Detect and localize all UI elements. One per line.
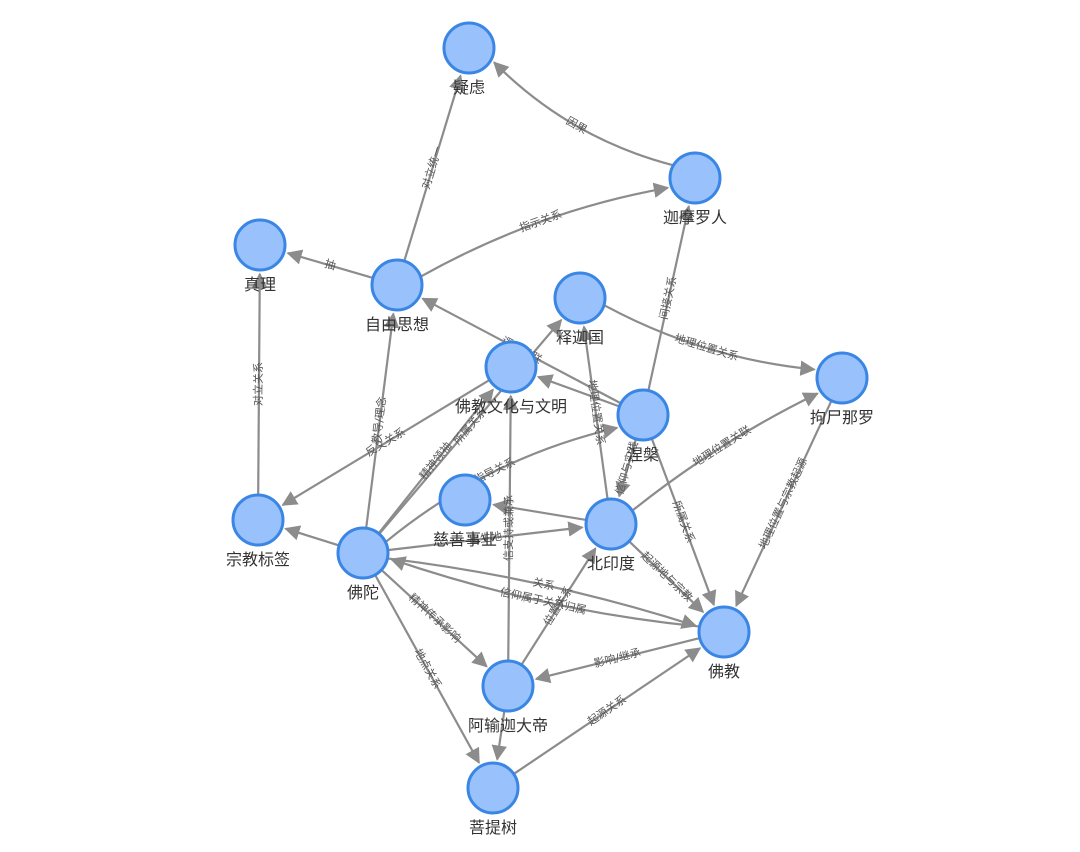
- node-juchinaluo[interactable]: 拘尸那罗: [810, 351, 874, 427]
- node-label: 菩提树: [469, 818, 517, 837]
- edge-beiyindu-cishanshiye: [492, 499, 586, 521]
- edge-ayujiadadi-beiyindu: [521, 547, 597, 665]
- node-label: 真理: [244, 275, 276, 294]
- node-circle[interactable]: [233, 218, 287, 272]
- edge-label: 地点关系: [411, 646, 445, 691]
- edge-ziyousixiang-jiamoluoren: [420, 182, 670, 278]
- edge-label: 教导/理念: [369, 396, 389, 445]
- edge-label: 所属关系: [670, 499, 699, 545]
- edge-fojiaowenhua-zongjiaobiaoqian: [281, 379, 490, 506]
- node-zongjiaobiaoqian[interactable]: 宗教标签: [226, 493, 290, 569]
- node-label: 拘尸那罗: [810, 408, 874, 427]
- edge-label: 关系: [532, 575, 556, 593]
- edge-label: 信支持或兼承: [501, 495, 516, 561]
- edge-label: 间接关系: [656, 275, 679, 321]
- edge-label: 出生地: [468, 529, 502, 547]
- edge-fotuo-fojiaowenhua: [378, 388, 494, 534]
- edge-fotuo-shijiaguo: [379, 318, 563, 534]
- edge-fojiao-fotuo: [389, 556, 699, 628]
- edge-label: 抽: [323, 256, 337, 273]
- node-circle[interactable]: [231, 493, 285, 547]
- node-circle[interactable]: [442, 21, 496, 75]
- node-circle[interactable]: [668, 151, 722, 205]
- edge-fotuo-zongjiaobiaoqian: [284, 525, 339, 547]
- node-fojiaowenhua[interactable]: 佛教文化与文明: [455, 340, 567, 416]
- node-label: 佛教: [708, 662, 740, 681]
- node-shijiaguo[interactable]: 释迦国: [553, 271, 607, 347]
- edge-label: 影响/继承: [593, 646, 642, 670]
- edge-label: 因果: [564, 114, 590, 136]
- node-circle[interactable]: [553, 271, 607, 325]
- node-label: 佛教文化与文明: [455, 397, 567, 416]
- edge-putishu-fojiao: [513, 647, 702, 775]
- node-circle[interactable]: [336, 526, 390, 580]
- edge-ayujiadadi-putishu: [491, 711, 507, 761]
- edge-label: 起源地与宗教: [638, 548, 695, 604]
- node-cishanshiye[interactable]: 慈善事业: [433, 473, 497, 549]
- node-zhenli[interactable]: 真理: [233, 218, 287, 294]
- edge-beiyindu-fojiao: [629, 541, 705, 614]
- edge-niepan-fojiaowenhua: [536, 374, 619, 408]
- edge-layer: [251, 61, 833, 775]
- edge-niepan-beiyindu: [615, 439, 637, 498]
- edge-fotuo-putishu: [374, 575, 480, 764]
- node-label: 自由思想: [365, 315, 429, 334]
- edge-fotuo-ziyousixiang: [365, 312, 400, 528]
- edge-label: 对立关系: [251, 362, 265, 406]
- edge-label: 地理位置关联: [690, 422, 753, 469]
- node-circle[interactable]: [584, 497, 638, 551]
- edge-label: 指示关系: [517, 207, 563, 235]
- edge-label: 地理位置关系: [673, 331, 740, 364]
- edge-fotuo-fojiao: [388, 557, 698, 629]
- node-niepan[interactable]: 涅槃: [616, 388, 670, 464]
- node-label: 慈善事业: [433, 530, 497, 549]
- edge-beiyindu-shijiaguo: [578, 325, 609, 499]
- edge-label: 精神领袖: [416, 439, 454, 482]
- node-label: 北印度: [587, 554, 635, 573]
- node-label: 疑虑: [453, 78, 485, 97]
- edge-zongjiaobiaoqian-zhenli: [251, 272, 268, 495]
- node-label: 释迦国: [556, 328, 604, 347]
- node-circle[interactable]: [697, 605, 751, 659]
- edge-fotuo-niepan: [385, 423, 619, 543]
- node-beiyindu[interactable]: 北印度: [584, 497, 638, 573]
- node-circle[interactable]: [481, 659, 535, 713]
- node-circle[interactable]: [484, 340, 538, 394]
- edge-jiamoluoren-yilv: [493, 61, 673, 167]
- node-fojiao[interactable]: 佛教: [697, 605, 751, 681]
- edge-beiyindu-juchinaluo: [632, 392, 819, 511]
- edge-fojiao-ayujiadadi: [534, 637, 700, 684]
- edge-label: 精神传承影响: [406, 590, 464, 645]
- node-jiamoluoren[interactable]: 迦摩罗人: [663, 151, 727, 227]
- edge-fotuo-beiyindu: [388, 521, 584, 552]
- edge-shijiaguo-juchinaluo: [604, 304, 816, 376]
- edge-juchinaluo-fojiao: [735, 401, 833, 608]
- edge-fotuo-ayujiadadi: [381, 569, 488, 668]
- edge-niepan-jiamoluoren: [647, 204, 694, 390]
- node-circle[interactable]: [815, 351, 869, 405]
- edge-label: 起源关系: [585, 692, 629, 728]
- edge-label: 地理位置与宗教起源: [756, 455, 810, 551]
- node-yilv[interactable]: 疑虑: [442, 21, 496, 97]
- node-putishu[interactable]: 菩提树: [466, 761, 520, 837]
- node-circle[interactable]: [370, 258, 424, 312]
- node-circle[interactable]: [438, 473, 492, 527]
- node-circle[interactable]: [466, 761, 520, 815]
- edge-label: 对立统一: [419, 145, 445, 191]
- node-fotuo[interactable]: 佛陀: [336, 526, 390, 602]
- node-ayujiadadi[interactable]: 阿输迦大帝: [468, 659, 548, 735]
- edge-ziyousixiang-yilv: [403, 74, 464, 261]
- node-circle[interactable]: [616, 388, 670, 442]
- node-label: 涅槃: [627, 445, 659, 464]
- node-label: 佛陀: [347, 583, 379, 602]
- node-ziyousixiang[interactable]: 自由思想: [365, 258, 429, 334]
- node-label: 迦摩罗人: [663, 208, 727, 227]
- node-label: 阿输迦大帝: [468, 716, 548, 735]
- node-label: 宗教标签: [226, 550, 290, 569]
- edge-ziyousixiang-zhenli: [286, 249, 373, 279]
- edge-niepan-fojiao: [651, 438, 717, 607]
- edge-ayujiadadi-fojiaowenhua: [502, 394, 519, 661]
